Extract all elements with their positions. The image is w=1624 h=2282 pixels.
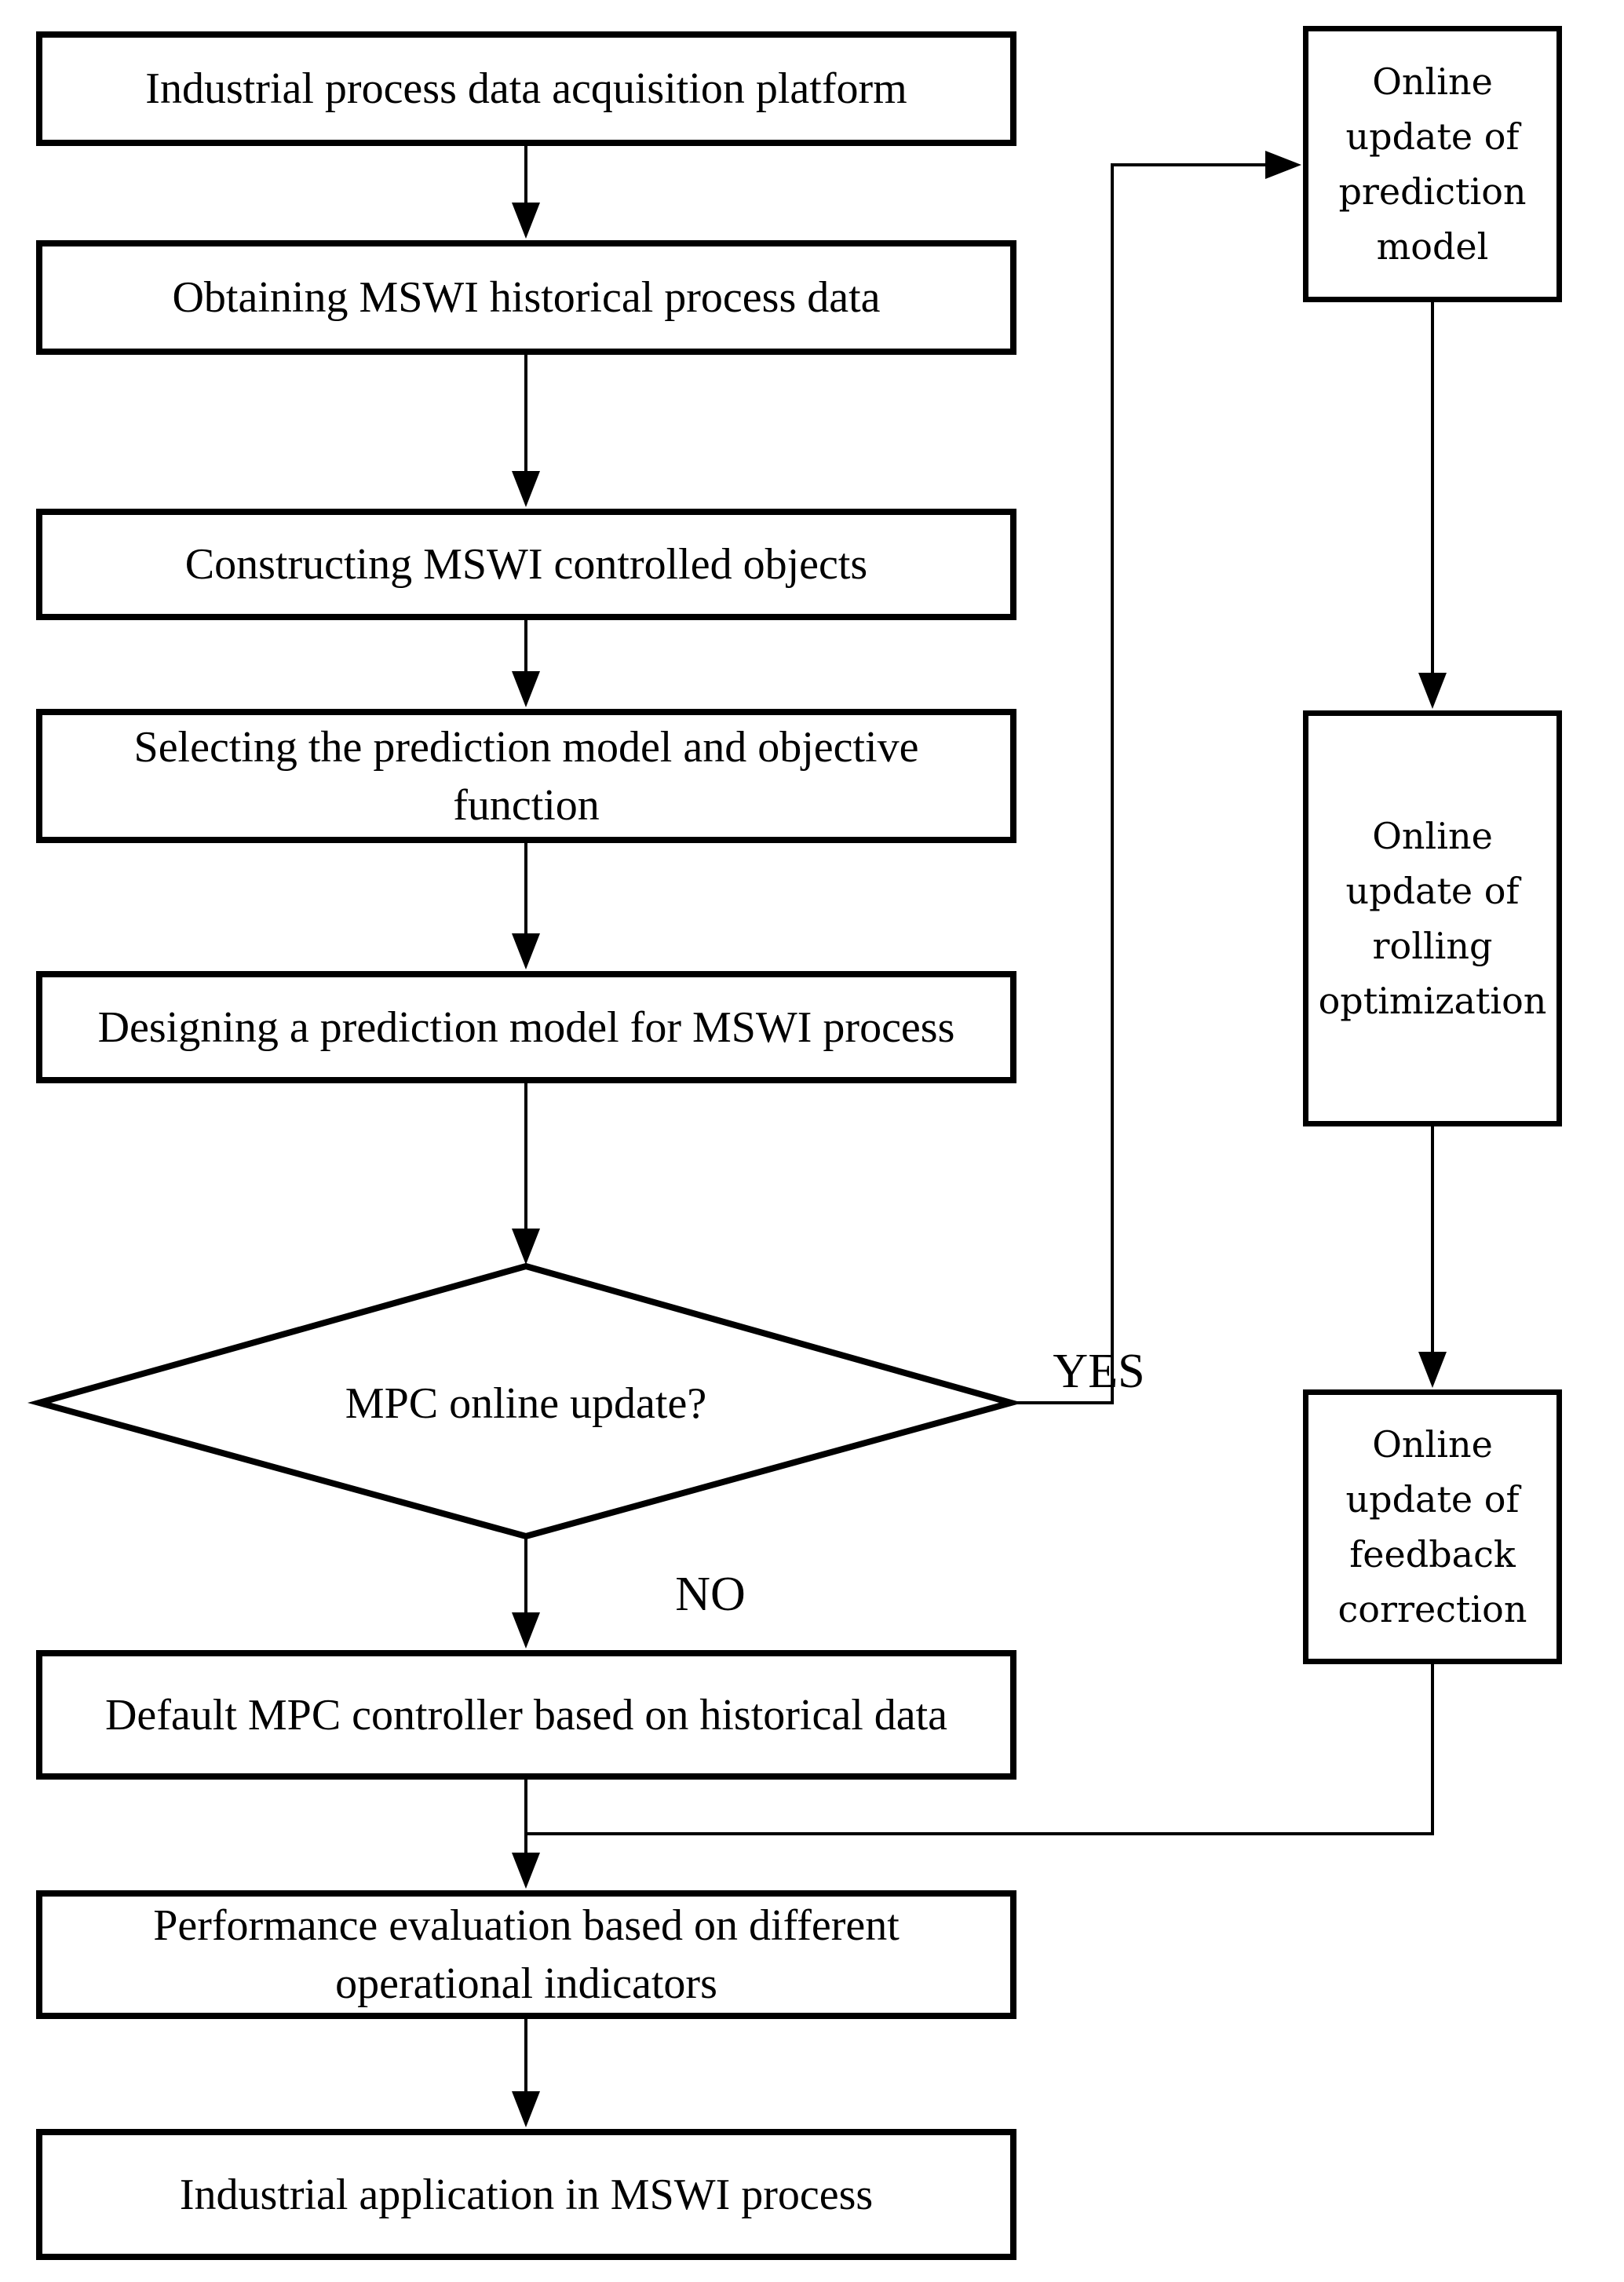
node-label: Obtaining MSWI historical process data <box>172 273 881 322</box>
node-performance-evaluation: Performance evaluation based on differen… <box>36 1890 1016 2019</box>
arrowhead-into-construct-icon <box>512 471 540 507</box>
node-industrial-platform: Industrial process data acquisition plat… <box>36 31 1016 146</box>
arrowheads <box>512 151 1447 2127</box>
node-label-line4: correction <box>1338 1588 1527 1630</box>
yes-branch-label: YES <box>1053 1345 1145 1398</box>
arrowhead-into-rolling-icon <box>1418 673 1447 709</box>
decision-diamond-shape <box>27 1262 1023 1540</box>
node-label-line1: Online <box>1372 60 1493 103</box>
node-label-line2: function <box>453 780 600 830</box>
node-label-line1: Online <box>1372 1423 1493 1466</box>
node-label-line3: rolling <box>1372 925 1493 967</box>
node-label-line2: operational indicators <box>335 1959 717 2008</box>
node-online-update-feedback-correction: Online update of feedback correction <box>1303 1389 1562 1664</box>
node-default-mpc-controller: Default MPC controller based on historic… <box>36 1650 1016 1780</box>
node-obtain-historical-data: Obtaining MSWI historical process data <box>36 240 1016 355</box>
node-design-prediction-model: Designing a prediction model for MSWI pr… <box>36 971 1016 1083</box>
node-label-line3: prediction <box>1338 170 1527 213</box>
arrowhead-into-industrial-icon <box>512 2091 540 2127</box>
node-label-line3: feedback <box>1349 1533 1516 1575</box>
no-branch-label: NO <box>675 1568 746 1621</box>
node-label-line4: model <box>1376 225 1489 268</box>
node-label-line2: update of <box>1345 1478 1520 1521</box>
node-label: MPC online update? <box>345 1379 707 1428</box>
arrowhead-into-defaultmpc-icon <box>512 1612 540 1649</box>
node-online-update-rolling-optimization: Online update of rolling optimization <box>1303 710 1562 1126</box>
node-label-line4: optimization <box>1318 980 1547 1022</box>
arrowhead-into-prediction-icon <box>1265 151 1301 179</box>
node-label-line1: Performance evaluation based on differen… <box>153 1901 900 1950</box>
node-mpc-online-update-decision: MPC online update? <box>212 1378 840 1429</box>
node-label-line2: update of <box>1345 870 1520 912</box>
arrowhead-into-select-icon <box>512 671 540 707</box>
node-label: Industrial process data acquisition plat… <box>145 64 907 113</box>
node-label: Constructing MSWI controlled objects <box>184 540 868 589</box>
connector-lines <box>524 146 1434 2093</box>
arrowhead-into-obtain-icon <box>512 203 540 239</box>
node-label-line1: Selecting the prediction model and objec… <box>133 722 919 772</box>
node-label: Designing a prediction model for MSWI pr… <box>97 1002 955 1052</box>
connector-feedback-return <box>526 1664 1434 1835</box>
arrowhead-into-performance-icon <box>512 1853 540 1889</box>
node-construct-controlled-objects: Constructing MSWI controlled objects <box>36 509 1016 620</box>
arrowhead-into-design-icon <box>512 933 540 969</box>
node-online-update-prediction-model: Online update of prediction model <box>1303 26 1562 302</box>
node-label: Industrial application in MSWI process <box>179 2170 874 2219</box>
connector-yes-branch <box>1011 163 1265 1404</box>
node-select-prediction-model: Selecting the prediction model and objec… <box>36 709 1016 843</box>
arrowhead-into-decision-icon <box>512 1229 540 1265</box>
node-label-line2: update of <box>1345 115 1520 158</box>
node-label-line1: Online <box>1372 815 1493 857</box>
arrowhead-into-feedback-icon <box>1418 1352 1447 1388</box>
node-label: Default MPC controller based on historic… <box>104 1690 948 1740</box>
node-industrial-application: Industrial application in MSWI process <box>36 2129 1016 2260</box>
